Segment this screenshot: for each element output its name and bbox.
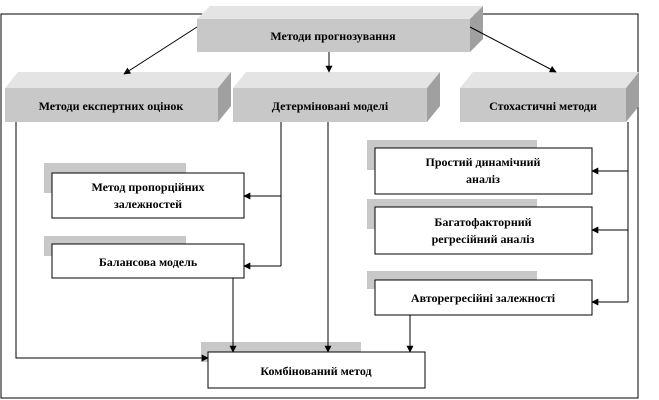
category-stochastic-label: Стохастичні методи [489,99,597,113]
method-proportional-box [51,172,245,219]
category-expert: Методи експертних оцінок [5,72,231,122]
connector-expert-to-result [15,122,209,362]
arrow-root-to-expert [123,26,198,75]
category-stochastic-side [626,72,639,122]
method-autoregressive: Авторегресійні залежності [367,271,593,316]
method-balance: Балансова модель [44,236,245,279]
method-dynamic-line-1: Простий динамічний [426,155,541,169]
category-stochastic-top [460,72,639,88]
method-proportional-line-2: залежностей [114,197,182,211]
result-label: Комбінований метод [260,364,371,378]
method-multifactor-box [374,206,593,255]
method-autoregressive-box [374,279,593,316]
category-determined-side [427,72,440,122]
method-autoregressive-label: Авторегресійні залежності [411,291,556,305]
method-balance-box [51,243,245,279]
method-multifactor-line-2: регресійний аналіз [432,232,535,246]
category-stochastic-front [460,88,626,122]
root-box-top [197,6,483,19]
root-box-front [197,19,470,52]
category-expert-front [5,88,218,122]
method-dynamic: Простий динамічний аналіз [367,140,593,195]
category-determined-front [233,88,427,122]
category-determined-top [233,72,440,88]
category-expert-top [5,72,231,88]
category-determined-label: Детерміновані моделі [272,99,389,113]
method-proportional-line-1: Метод пропорційних [91,180,204,194]
method-multifactor: Багатофакторний регресійний аналіз [367,199,593,255]
result-node: Комбінований метод [201,342,426,389]
category-expert-side [218,72,231,122]
root-node: Методи прогнозування [197,6,483,52]
category-stochastic: Стохастичні методи [460,72,639,122]
root-label: Методи прогнозування [270,29,396,43]
method-balance-label: Балансова модель [99,255,198,269]
category-determined: Детерміновані моделі [233,72,440,122]
arrow-root-to-stochastic [469,26,557,73]
method-proportional: Метод пропорційних залежностей [44,163,245,219]
root-box-side [470,6,483,52]
method-multifactor-line-1: Багатофакторний [434,215,531,229]
result-box [207,351,426,389]
method-dynamic-line-2: аналіз [466,172,500,186]
category-expert-label: Методи експертних оцінок [39,99,184,113]
